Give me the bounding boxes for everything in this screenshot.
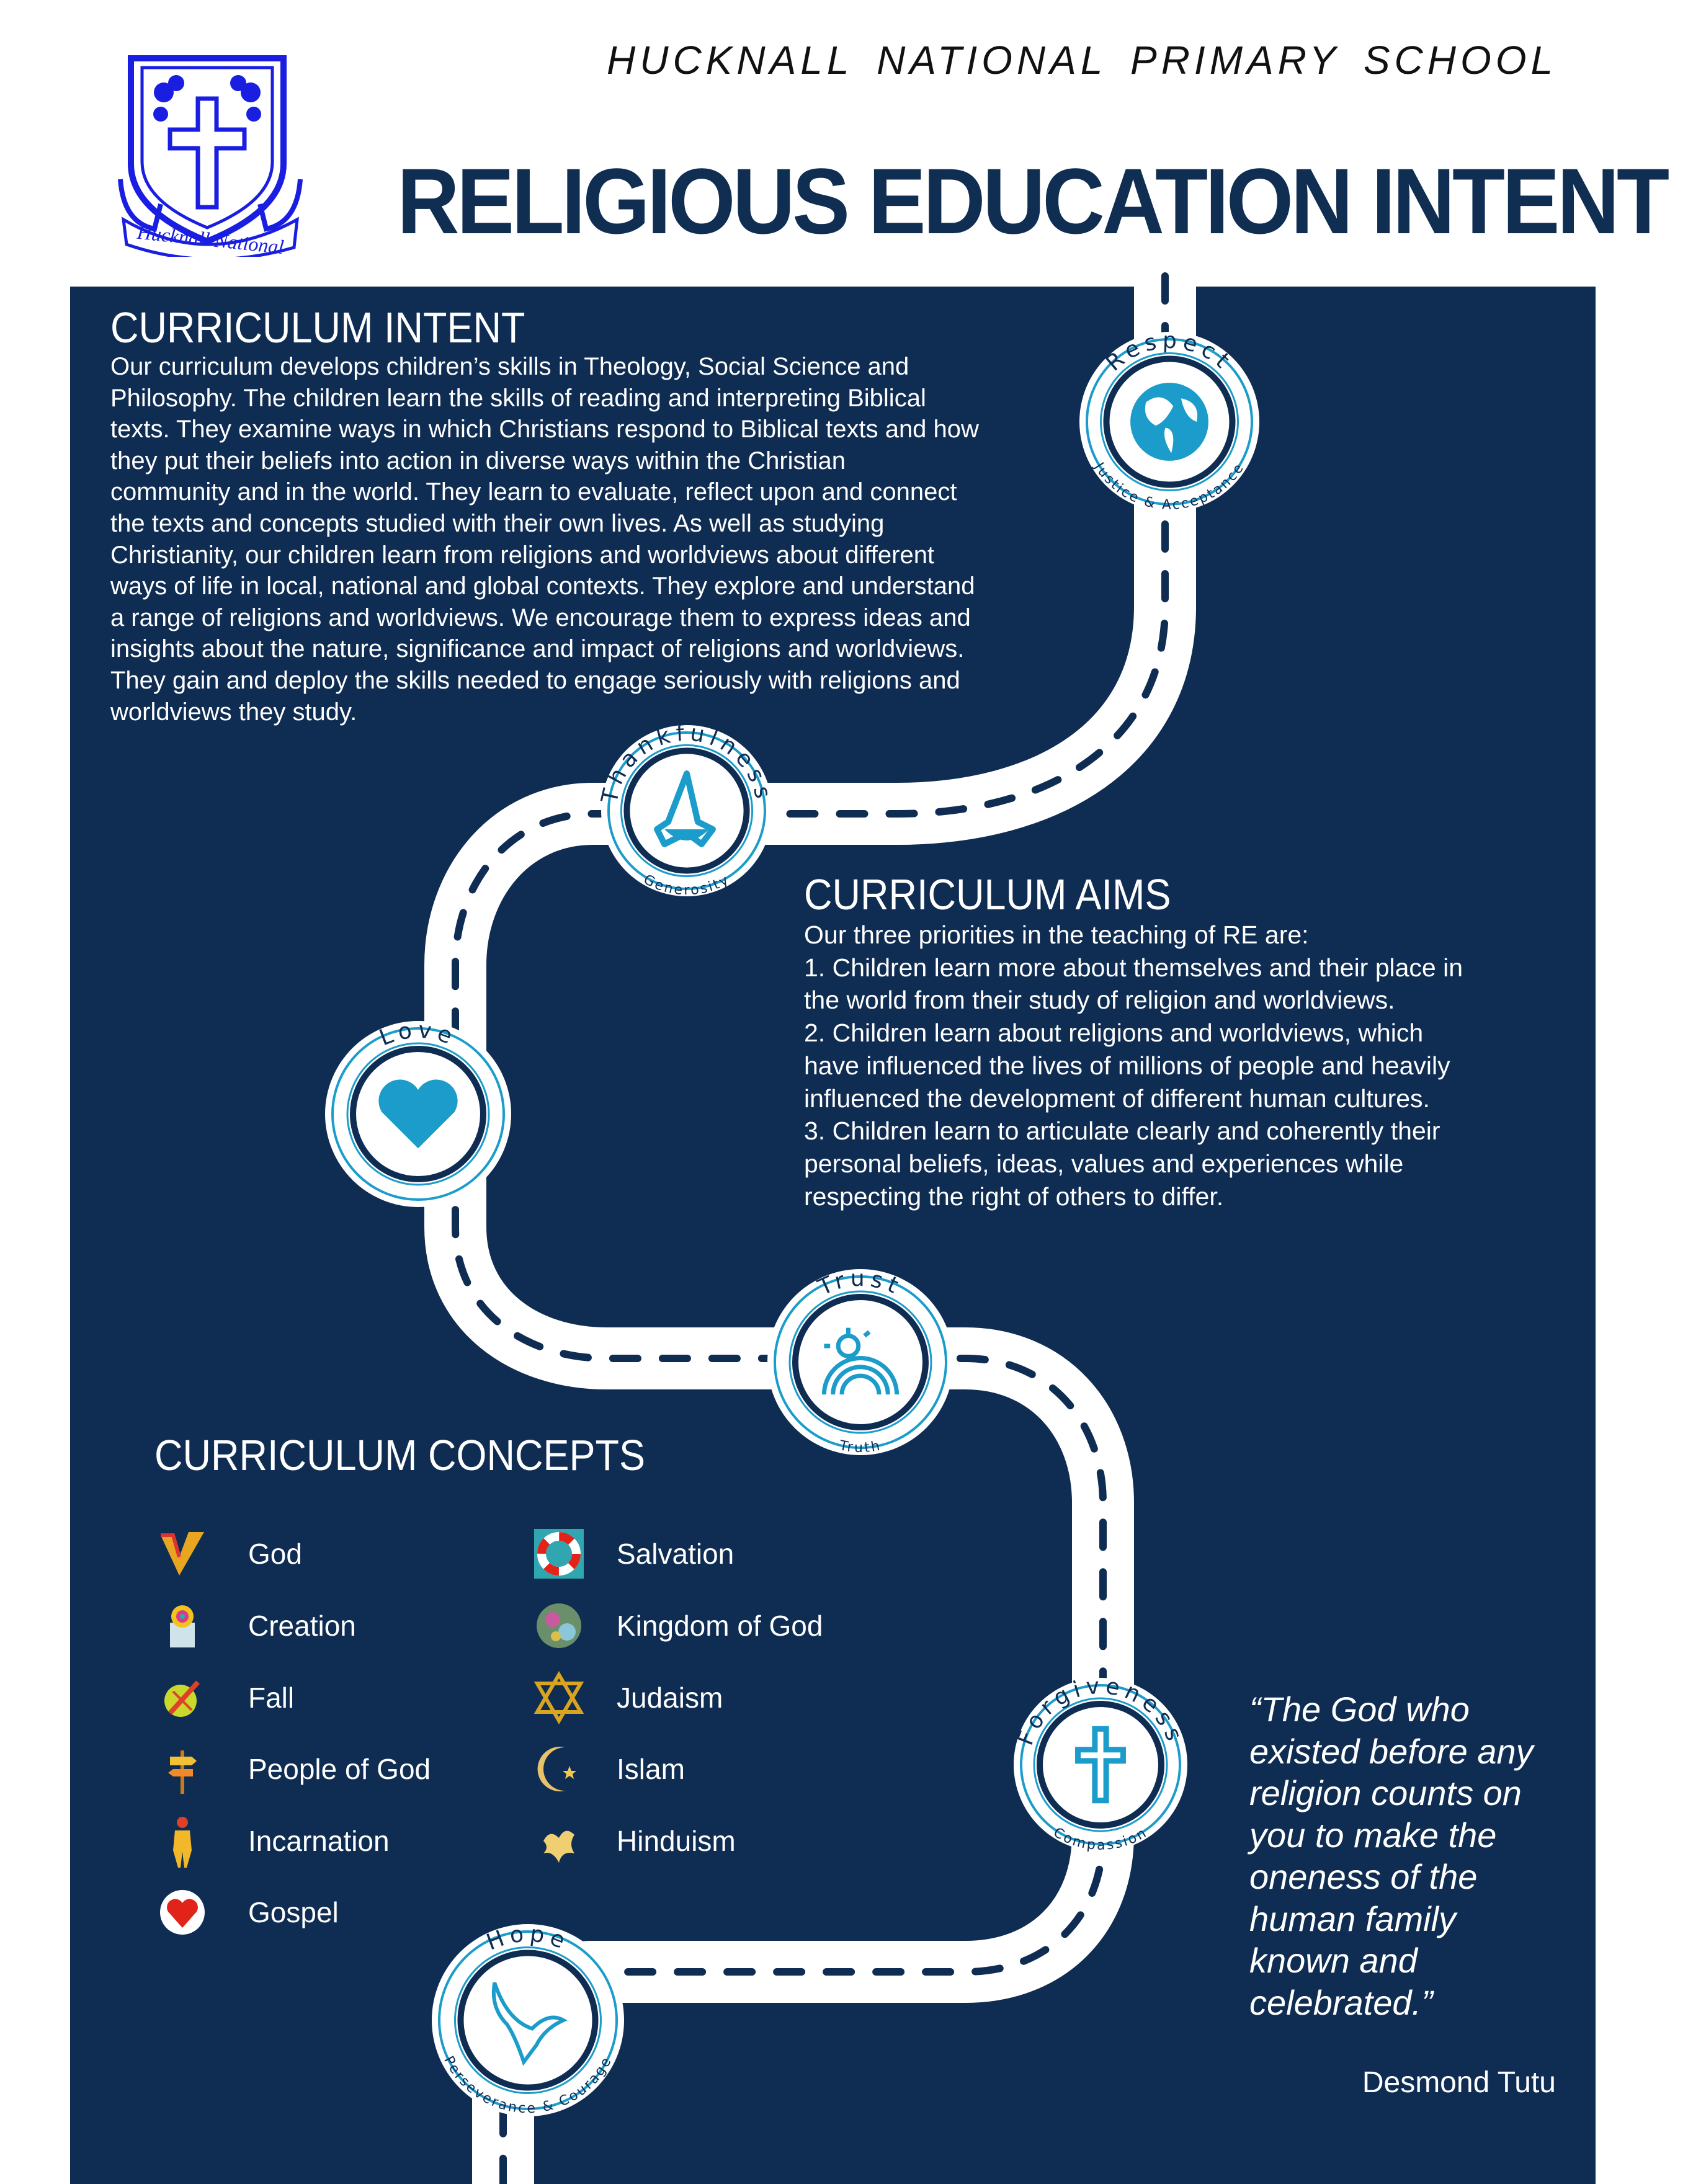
concept-label: People of God	[248, 1753, 431, 1785]
quote-line: religion counts on	[1249, 1773, 1522, 1812]
concept-label: Gospel	[248, 1896, 339, 1928]
quote-line: oneness of the	[1249, 1857, 1478, 1896]
crescent-star-icon	[531, 1741, 587, 1797]
school-name: HUCKNALL NATIONAL PRIMARY SCHOOL	[607, 38, 1558, 82]
concept-item-gospel: Gospel	[154, 1884, 339, 1940]
concept-label: Hinduism	[617, 1825, 736, 1857]
heart-icon	[154, 1884, 210, 1940]
quote-line: “The God who	[1249, 1690, 1470, 1729]
concept-label: God	[248, 1538, 302, 1570]
globe-icon	[531, 1598, 587, 1654]
concept-label: Kingdom of God	[617, 1610, 823, 1642]
creation-icon	[154, 1598, 210, 1654]
concept-item-people-of-god: People of God	[154, 1741, 431, 1797]
text-line: worldviews they study.	[110, 698, 357, 726]
praying-hands-icon	[654, 770, 716, 847]
text-line: Our three priorities in the teaching of …	[804, 920, 1309, 949]
curriculum-aims-text: Our three priorities in the teaching of …	[804, 919, 1463, 1213]
curriculum-intent-heading: CURRICULUM INTENT	[110, 303, 525, 352]
sun-rainbow-icon	[821, 1327, 900, 1395]
concept-item-salvation: Salvation	[531, 1526, 734, 1582]
quote-author: Desmond Tutu	[1362, 2066, 1556, 2099]
concept-label: Islam	[617, 1753, 685, 1785]
text-line: texts. They examine ways in which Christ…	[110, 416, 979, 443]
concept-item-islam: Islam	[531, 1741, 685, 1797]
concept-item-kingdom-of-god: Kingdom of God	[531, 1598, 823, 1654]
dove-icon	[491, 1982, 568, 2066]
concept-item-judaism: Judaism	[531, 1670, 723, 1726]
heart-icon	[378, 1079, 458, 1149]
quote-line: existed before any	[1249, 1731, 1534, 1771]
concept-item-creation: Creation	[154, 1598, 356, 1654]
road-center-dashes	[452, 272, 1169, 2184]
value-sublabel: Truth	[837, 1438, 883, 1456]
text-line: respecting the right of others to differ…	[804, 1182, 1224, 1211]
signpost-icon	[154, 1741, 210, 1797]
text-line: 2. Children learn about religions and wo…	[804, 1018, 1424, 1048]
text-line: the world from their study of religion a…	[804, 986, 1395, 1015]
text-line: Christianity, our children learn from re…	[110, 541, 935, 569]
concept-label: Salvation	[617, 1538, 735, 1570]
text-line: ways of life in local, national and glob…	[110, 573, 975, 600]
curriculum-aims-heading: CURRICULUM AIMS	[804, 870, 1171, 919]
text-line: Philosophy. The children learn the skill…	[110, 384, 926, 412]
text-line: They gain and deploy the skills needed t…	[110, 666, 960, 694]
quote-line: celebrated.”	[1249, 1982, 1433, 2022]
text-line: Our curriculum develops children’s skill…	[110, 353, 909, 380]
concept-item-fall: Fall	[154, 1670, 294, 1726]
value-medallion-love: Love	[325, 1017, 511, 1207]
text-line: insights about the nature, significance …	[110, 635, 965, 663]
quote-line: known and	[1249, 1941, 1418, 1980]
concept-label: Creation	[248, 1610, 356, 1642]
lifebuoy-icon	[531, 1526, 587, 1582]
om-icon	[531, 1813, 587, 1869]
quote-text: “The God who existed before any religion…	[1249, 1688, 1534, 2023]
figure-icon	[154, 1813, 210, 1869]
curriculum-intent-text: Our curriculum develops children’s skill…	[110, 351, 979, 728]
page-title: RELIGIOUS EDUCATION INTENT	[397, 149, 1669, 253]
text-line: the texts and concepts studied with thei…	[110, 509, 885, 537]
apple-icon	[154, 1670, 210, 1726]
curriculum-concepts-heading: CURRICULUM CONCEPTS	[154, 1431, 646, 1479]
text-line: personal beliefs, ideas, values and expe…	[804, 1149, 1404, 1178]
concept-item-hinduism: Hinduism	[531, 1813, 736, 1869]
text-line: have influenced the lives of millions of…	[804, 1051, 1450, 1080]
concept-label: Incarnation	[248, 1825, 390, 1857]
text-line: community and in the world. They learn t…	[110, 478, 957, 506]
concept-label: Fall	[248, 1682, 295, 1714]
cross-icon	[1075, 1726, 1126, 1804]
concept-item-incarnation: Incarnation	[154, 1813, 390, 1869]
school-crest-logo: Hucknall National	[117, 55, 303, 261]
god-icon	[154, 1526, 210, 1582]
content-panel	[70, 287, 1596, 2184]
text-line: they put their beliefs into action in di…	[110, 447, 846, 475]
concept-label: Judaism	[617, 1682, 723, 1714]
star-of-david-icon	[531, 1670, 587, 1726]
concept-item-god: God	[154, 1526, 302, 1582]
globe-icon	[1130, 383, 1208, 461]
quote-line: human family	[1249, 1899, 1457, 1938]
text-line: 3. Children learn to articulate clearly …	[804, 1117, 1440, 1146]
text-line: a range of religions and worldviews. We …	[110, 604, 971, 631]
quote-line: you to make the	[1249, 1815, 1497, 1855]
text-line: influenced the development of different …	[804, 1084, 1430, 1113]
text-line: 1. Children learn more about themselves …	[804, 953, 1463, 982]
